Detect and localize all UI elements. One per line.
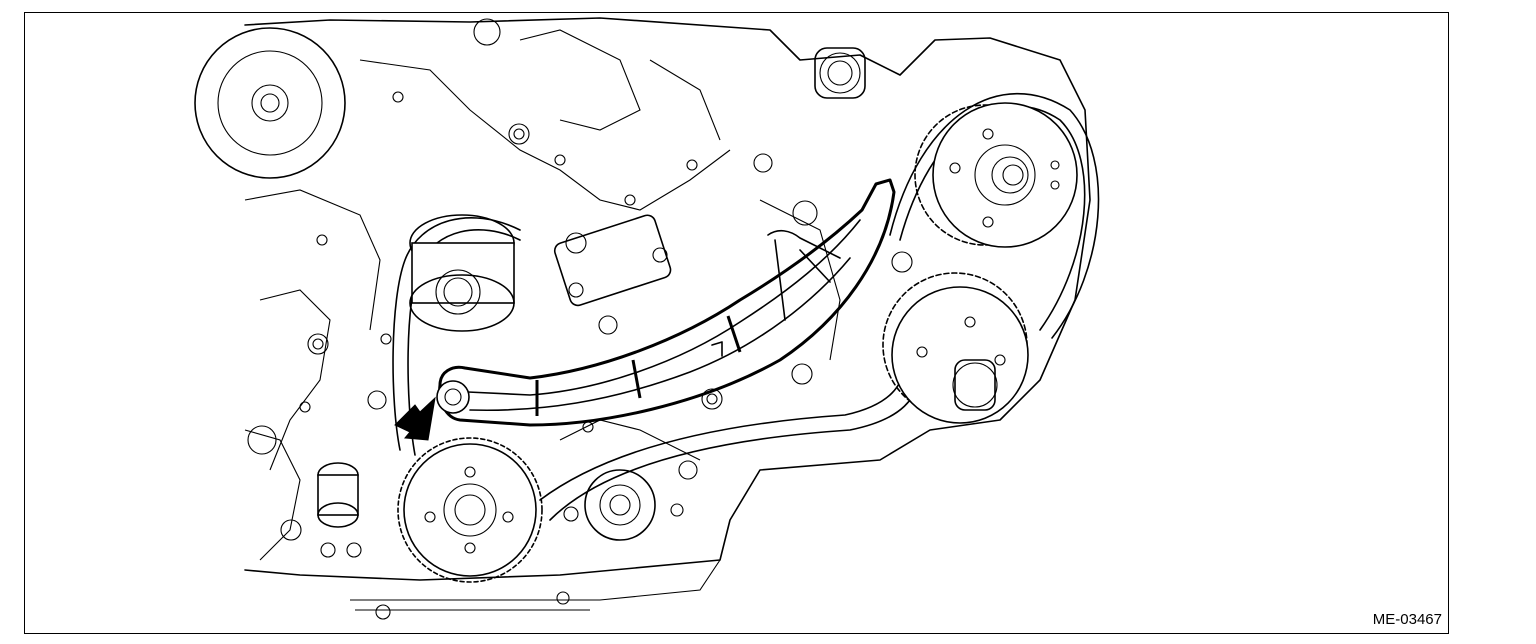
- cam-boss-upper: [814, 47, 866, 99]
- idler-pulley: [409, 214, 515, 332]
- crank-sprocket: [397, 437, 543, 583]
- upper-left-pulley: [194, 27, 346, 179]
- chain-tensioner: [553, 214, 672, 307]
- chain-guide: [436, 178, 896, 427]
- arrow-indicator-icon: [394, 396, 436, 441]
- lower-left-boss: [317, 462, 359, 528]
- oil-pump-sprocket: [584, 469, 656, 541]
- bolt-holes: [247, 18, 913, 620]
- upper-right-cam-sprocket: [914, 102, 1078, 248]
- lower-right-cam-sprocket: [882, 272, 1029, 424]
- figure-frame: [24, 12, 1449, 634]
- engine-block-outline: [244, 17, 1091, 611]
- figure-code: ME-03467: [1372, 611, 1442, 628]
